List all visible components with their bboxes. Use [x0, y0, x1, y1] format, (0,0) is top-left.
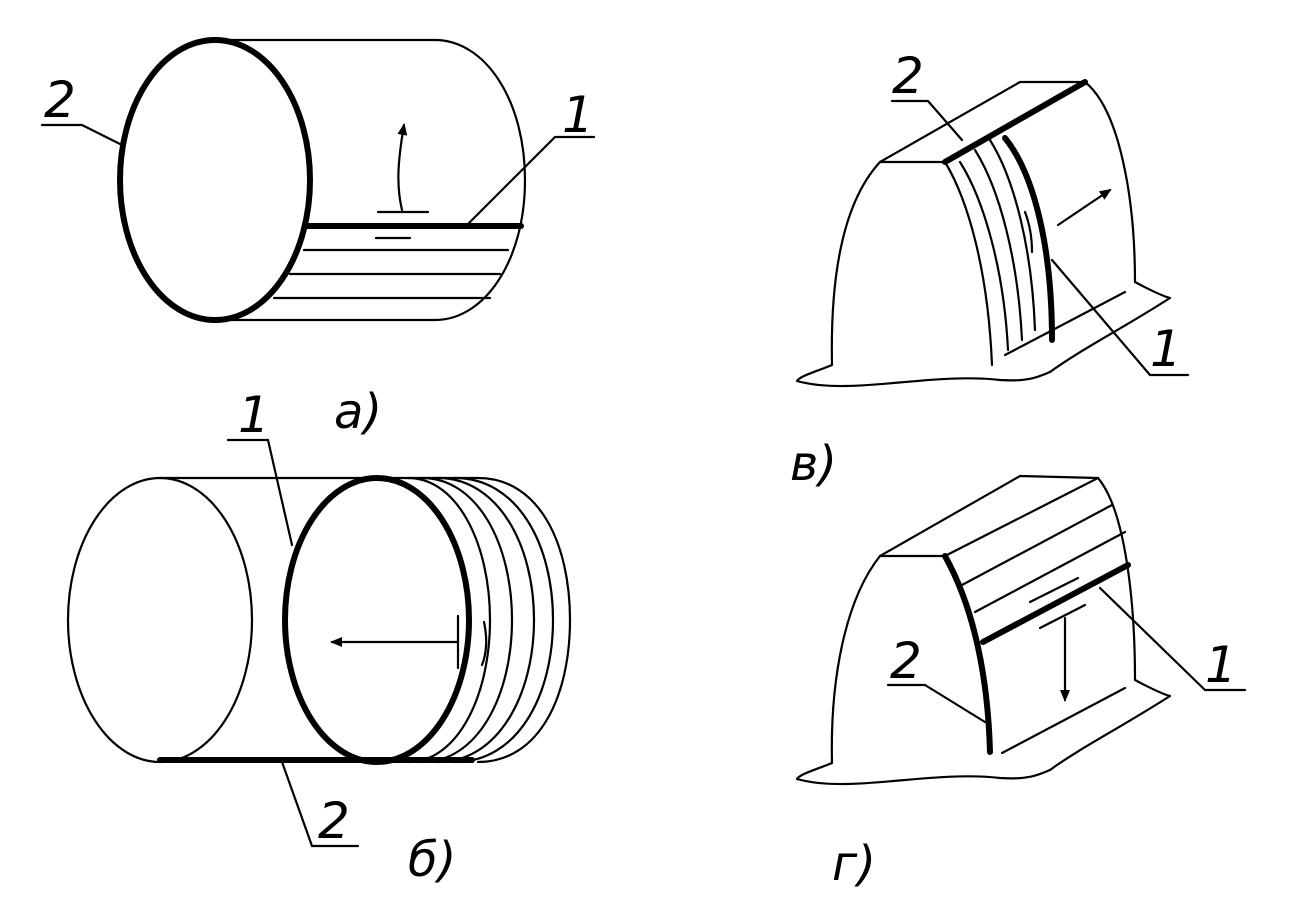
- figure-g-label-1: 1: [1205, 636, 1237, 694]
- figure-b-turned-rings: [406, 476, 572, 764]
- figure-v-cut-edge: [1002, 135, 1055, 343]
- figure-a: 2 1 а): [40, 37, 596, 440]
- figure-g-tooth: [795, 474, 1172, 786]
- figure-v-leader-1: [1050, 258, 1190, 377]
- figure-a-caption: а): [334, 384, 382, 440]
- figure-b-motion-arrow: [330, 614, 488, 670]
- figure-b: 1 2 б): [66, 386, 572, 888]
- figure-g-leader-1: [1098, 586, 1247, 692]
- figure-g-cut-line: [980, 562, 1131, 645]
- figure-b-far-end-face: [66, 476, 254, 764]
- figure-a-leader-2: [40, 123, 124, 147]
- figure-g-motion-arrow: [1028, 576, 1087, 702]
- figure-g-leader-2: [886, 683, 987, 724]
- figure-v: 2 1 в): [790, 47, 1190, 492]
- figure-g-caption: г): [832, 836, 876, 892]
- figure-a-label-2: 2: [44, 71, 76, 129]
- figure-v-motion-arrow: [1023, 188, 1112, 254]
- figure-v-tooth: [795, 80, 1172, 388]
- figure-g: 2 1 г): [795, 474, 1247, 892]
- figure-v-leader-2: [890, 99, 964, 142]
- figure-b-caption: б): [408, 832, 456, 888]
- figure-b-leader-1: [226, 438, 294, 547]
- figure-b-label-1: 1: [238, 386, 270, 444]
- figure-a-cylinder: [216, 38, 527, 322]
- figure-v-label-2: 2: [892, 47, 924, 105]
- figure-g-side-edge: [942, 553, 993, 755]
- figure-b-cut-edge: [282, 475, 472, 765]
- figure-a-end-face-edge: [117, 37, 313, 323]
- figure-b-label-2: 2: [318, 792, 350, 850]
- figure-g-label-2: 2: [890, 632, 922, 690]
- figure-a-leader-1: [466, 135, 596, 226]
- figure-v-caption: в): [790, 436, 837, 492]
- figure-a-motion-arrow: [374, 123, 430, 240]
- figure-v-label-1: 1: [1150, 320, 1182, 378]
- figure-a-label-1: 1: [562, 86, 594, 144]
- figure-v-top-edge: [942, 79, 1088, 165]
- figure-b-leader-2: [280, 760, 360, 848]
